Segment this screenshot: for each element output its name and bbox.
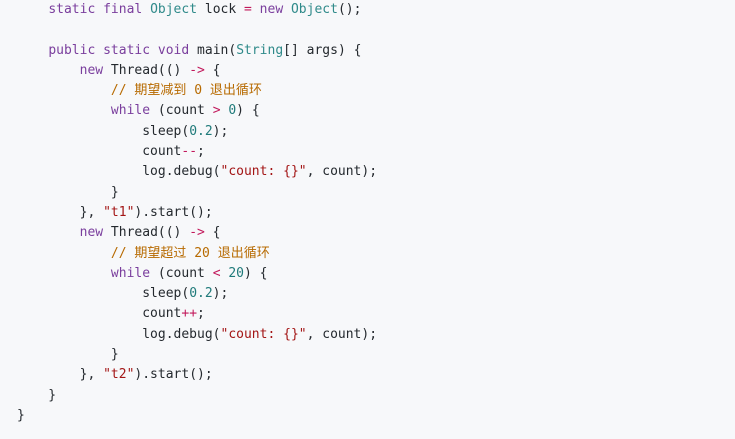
code-token: , count); (306, 164, 378, 180)
code-token: sleep( (17, 123, 190, 139)
code-token-str: "t2" (103, 367, 135, 383)
code-token-op: -> (189, 225, 205, 241)
code-token-type: Object (290, 2, 338, 17)
code-token-kw: static (48, 2, 96, 17)
code-token-kw: new (79, 62, 104, 78)
code-line: count--; (17, 142, 735, 162)
code-token-op: > (212, 103, 221, 119)
code-comment: // 期望超过 20 退出循环 (110, 245, 270, 261)
code-token (95, 2, 103, 17)
code-line: public static void main(String[] args) { (17, 41, 735, 61)
code-token (17, 225, 80, 240)
code-line (17, 20, 735, 40)
code-line: count++; (17, 304, 735, 324)
code-token: log.debug( (17, 326, 221, 342)
code-token: lock (197, 2, 245, 17)
code-token-str: "count: {}" (220, 326, 307, 342)
code-token: log.debug( (17, 164, 221, 180)
code-line: new Thread(() -> { (17, 61, 735, 81)
code-token-kw: while (110, 103, 151, 119)
code-token: } (17, 387, 57, 403)
code-token-str: "t1" (103, 204, 135, 220)
code-token: Thread(() (103, 62, 190, 78)
code-token (17, 266, 111, 281)
code-token: { (204, 225, 221, 241)
code-line: } (17, 183, 735, 203)
code-token-str: "count: {}" (220, 164, 307, 180)
code-line: log.debug("count: {}", count); (17, 162, 735, 182)
code-token (150, 43, 158, 58)
code-token-kw: new (79, 225, 104, 241)
code-token: ; (197, 306, 205, 322)
code-token (252, 2, 260, 17)
code-token: (count (150, 103, 213, 119)
code-token: count (17, 144, 182, 160)
code-token (17, 103, 111, 118)
code-token-type: Object (150, 2, 198, 17)
code-token: sleep( (17, 286, 190, 302)
code-token (142, 2, 150, 17)
code-token-op: < (212, 265, 221, 281)
code-token: }, (17, 204, 104, 220)
code-token: ; (197, 144, 205, 160)
code-token: ).start(); (134, 367, 213, 383)
code-token-op: -> (189, 62, 205, 78)
code-token (17, 83, 111, 98)
code-line: }, "t2").start(); (17, 365, 735, 385)
code-token-num: 0 (228, 103, 237, 119)
code-token (95, 43, 103, 58)
code-token (17, 2, 48, 17)
code-token-kw: static (103, 42, 151, 58)
code-line: }, "t1").start(); (17, 203, 735, 223)
code-token: } (17, 347, 119, 363)
code-token: }, (17, 367, 104, 383)
code-token-kw: void (157, 42, 190, 58)
code-token: ) { (244, 265, 268, 281)
code-token-num: 20 (228, 265, 244, 281)
code-token: count (17, 306, 182, 322)
code-line: log.debug("count: {}", count); (17, 325, 735, 345)
code-token-kw: public (48, 42, 96, 58)
code-line: while (count > 0) { (17, 101, 735, 121)
code-token (17, 43, 48, 58)
code-token: { (204, 62, 221, 78)
code-line: } (17, 345, 735, 365)
code-line: } (17, 406, 735, 426)
code-line: sleep(0.2); (17, 122, 735, 142)
code-token-num: 0.2 (189, 123, 213, 139)
code-token: (); (337, 2, 362, 17)
code-token: ) { (236, 103, 260, 119)
code-token: ); (212, 123, 229, 139)
code-token: , count); (306, 326, 378, 342)
code-token: } (17, 184, 119, 200)
code-token-type: String (236, 42, 284, 58)
code-token-op: -- (181, 144, 198, 160)
code-line: // 期望减到 0 退出循环 (17, 81, 735, 101)
code-token-op: = (244, 2, 252, 17)
code-token: ); (212, 286, 229, 302)
code-token-num: 0.2 (189, 286, 213, 302)
code-line: // 期望超过 20 退出循环 (17, 244, 735, 264)
code-token: (count (150, 265, 213, 281)
code-line: while (count < 20) { (17, 264, 735, 284)
code-line: sleep(0.2); (17, 284, 735, 304)
code-token-kw: while (110, 265, 151, 281)
code-token: [] args) { (283, 42, 362, 58)
code-token: Thread(() (103, 225, 190, 241)
code-token-kw: new (259, 2, 284, 17)
code-token: main( (189, 42, 237, 58)
code-token (17, 63, 80, 78)
code-line: } (17, 386, 735, 406)
code-line: new Thread(() -> { (17, 223, 735, 243)
code-token-op: ++ (181, 306, 198, 322)
code-token (17, 246, 111, 261)
code-line: static final Object lock = new Object(); (17, 0, 735, 20)
code-token: } (17, 407, 25, 423)
code-token-kw: final (103, 2, 143, 17)
code-comment: // 期望减到 0 退出循环 (110, 83, 262, 99)
code-token (283, 2, 291, 17)
code-token: ).start(); (134, 204, 213, 220)
